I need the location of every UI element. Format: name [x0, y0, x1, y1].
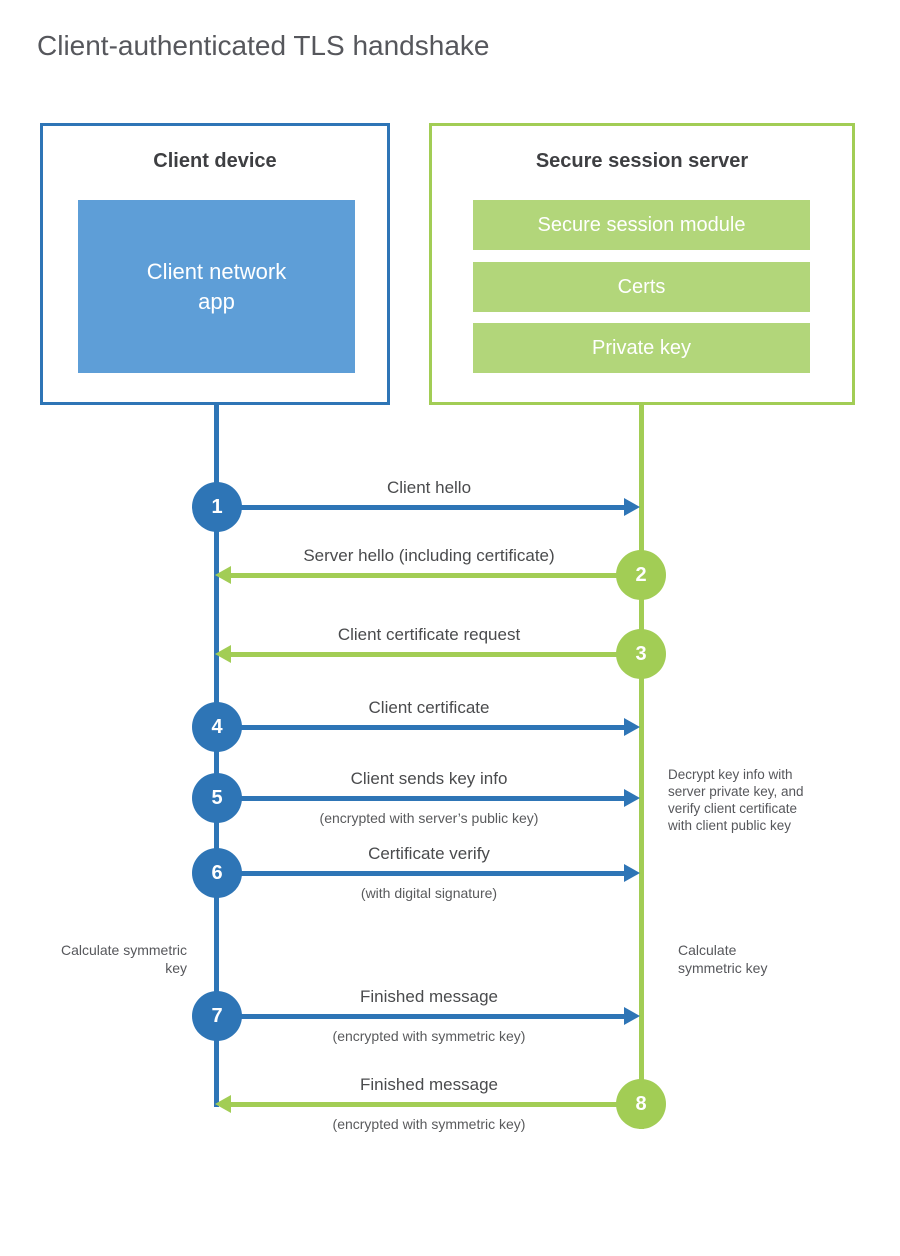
arrowhead-left-icon	[215, 1095, 231, 1113]
server-lifeline	[639, 403, 644, 1129]
secure-session-server-box: Secure session server Secure session mod…	[429, 123, 855, 405]
message-arrow-line	[240, 1014, 625, 1019]
step-circle-2: 2	[616, 550, 666, 600]
arrowhead-left-icon	[215, 645, 231, 663]
message-arrow-line	[240, 725, 625, 730]
message-label: Client sends key info	[350, 769, 508, 788]
step-circle-7: 7	[192, 991, 242, 1041]
client-calculate-symmetric-key-note: Calculate symmetric key	[60, 942, 187, 976]
message-arrow-line	[240, 505, 625, 510]
client-lifeline	[214, 403, 219, 1107]
step-circle-4: 4	[192, 702, 242, 752]
message-label: Certificate verify	[368, 844, 490, 863]
client-network-app-label: Client network app	[146, 258, 287, 314]
message-arrow-line	[240, 871, 625, 876]
step-circle-6: 6	[192, 848, 242, 898]
server-certs-bar: Certs	[473, 262, 810, 312]
message-label: Finished message	[360, 987, 498, 1006]
message-arrow-line	[240, 796, 625, 801]
arrowhead-left-icon	[215, 566, 231, 584]
server-decrypt-note: Decrypt key info with server private key…	[668, 767, 804, 833]
message-label: Client hello	[386, 478, 472, 497]
message-arrow-line	[231, 652, 618, 657]
server-private-key-bar: Private key	[473, 323, 810, 373]
client-device-box: Client device Client network app	[40, 123, 390, 405]
message-label: Finished message	[360, 1075, 498, 1094]
message-arrow-line	[231, 1102, 618, 1107]
message-label: Client certificate	[368, 698, 490, 717]
step-circle-1: 1	[192, 482, 242, 532]
page-title: Client-authenticated TLS handshake	[37, 30, 490, 61]
message-label: Client certificate request	[337, 625, 521, 644]
client-network-app-box: Client network app	[78, 200, 355, 373]
server-module-bar: Secure session module	[473, 200, 810, 250]
message-sublabel: (encrypted with symmetric key)	[332, 1116, 526, 1132]
server-calculate-symmetric-key-note: Calculate symmetric key	[678, 942, 768, 976]
arrowhead-right-icon	[624, 718, 640, 736]
step-circle-5: 5	[192, 773, 242, 823]
message-sublabel: (encrypted with symmetric key)	[332, 1028, 526, 1044]
client-device-title: Client device	[153, 150, 277, 172]
secure-session-server-title: Secure session server	[535, 150, 749, 172]
message-sublabel: (with digital signature)	[360, 885, 498, 901]
step-circle-8: 8	[616, 1079, 666, 1129]
step-circle-3: 3	[616, 629, 666, 679]
arrowhead-right-icon	[624, 864, 640, 882]
message-arrow-line	[231, 573, 618, 578]
arrowhead-right-icon	[624, 498, 640, 516]
arrowhead-right-icon	[624, 1007, 640, 1025]
arrowhead-right-icon	[624, 789, 640, 807]
message-sublabel: (encrypted with server’s public key)	[319, 810, 539, 826]
message-label: Server hello (including certificate)	[303, 546, 555, 565]
